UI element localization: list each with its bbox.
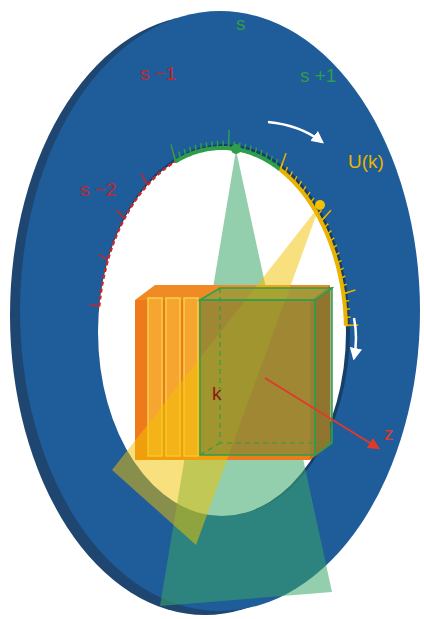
label: s +1 [300, 66, 336, 85]
ring-front [20, 11, 420, 611]
detector-tick [285, 167, 288, 173]
detector-tick [179, 152, 181, 159]
detector-tick [307, 192, 310, 197]
source-dot [231, 144, 241, 154]
rotation-arrow [268, 122, 322, 142]
detector-tick [332, 245, 336, 248]
detector-tick [89, 304, 99, 306]
detector-tick [303, 186, 306, 192]
detector-tick [344, 300, 349, 301]
detector-tick [265, 153, 267, 160]
detector-tick [280, 153, 286, 169]
detector-tick [310, 198, 314, 203]
label: z [384, 424, 394, 443]
rotation-arrow [354, 318, 356, 358]
detector-tick [141, 173, 147, 185]
label: s −2 [80, 180, 116, 199]
detector-tick [318, 210, 322, 215]
detector-tick [211, 141, 213, 148]
hidden-edges [200, 288, 332, 455]
detector-tick [298, 181, 301, 187]
label: s −1 [140, 64, 176, 83]
detector-tick [343, 290, 355, 294]
detector-tick [222, 141, 224, 148]
detector-tick [342, 284, 347, 286]
detector-tick [250, 146, 251, 153]
detector-tick [190, 147, 191, 154]
detector-tick [255, 148, 256, 155]
detector-tick [339, 268, 344, 270]
detector-tick [206, 142, 208, 149]
detector-tick [324, 224, 328, 228]
label: k [212, 384, 222, 403]
detector-tick [260, 150, 262, 157]
label: U(k) [348, 152, 384, 171]
detector-tick [346, 316, 351, 318]
yellow-beam [112, 205, 320, 545]
z-axis [265, 378, 378, 448]
detector-tick [228, 130, 230, 148]
detector-tick [217, 141, 219, 148]
detector-tick [327, 231, 331, 235]
detector-tick [275, 159, 277, 166]
detector-tick [321, 210, 331, 221]
detector-tick [337, 260, 342, 263]
detector-tick [290, 172, 293, 178]
detector-tick [244, 144, 246, 151]
detector-tick [171, 144, 176, 161]
source-dot [315, 200, 325, 210]
detector-tick [294, 176, 297, 182]
detector-tick [335, 253, 340, 256]
detector-tick [330, 238, 334, 242]
detector-tick [341, 276, 346, 278]
detector-tick [200, 143, 202, 150]
detector-tick [345, 308, 350, 310]
detector-tick [116, 210, 124, 219]
label: s [236, 14, 246, 33]
box-front [200, 300, 315, 455]
detector-tick [270, 156, 272, 163]
detector-tick [195, 145, 196, 152]
detector-tick [184, 149, 185, 156]
detector-tick [99, 254, 108, 260]
box-side [315, 288, 332, 455]
